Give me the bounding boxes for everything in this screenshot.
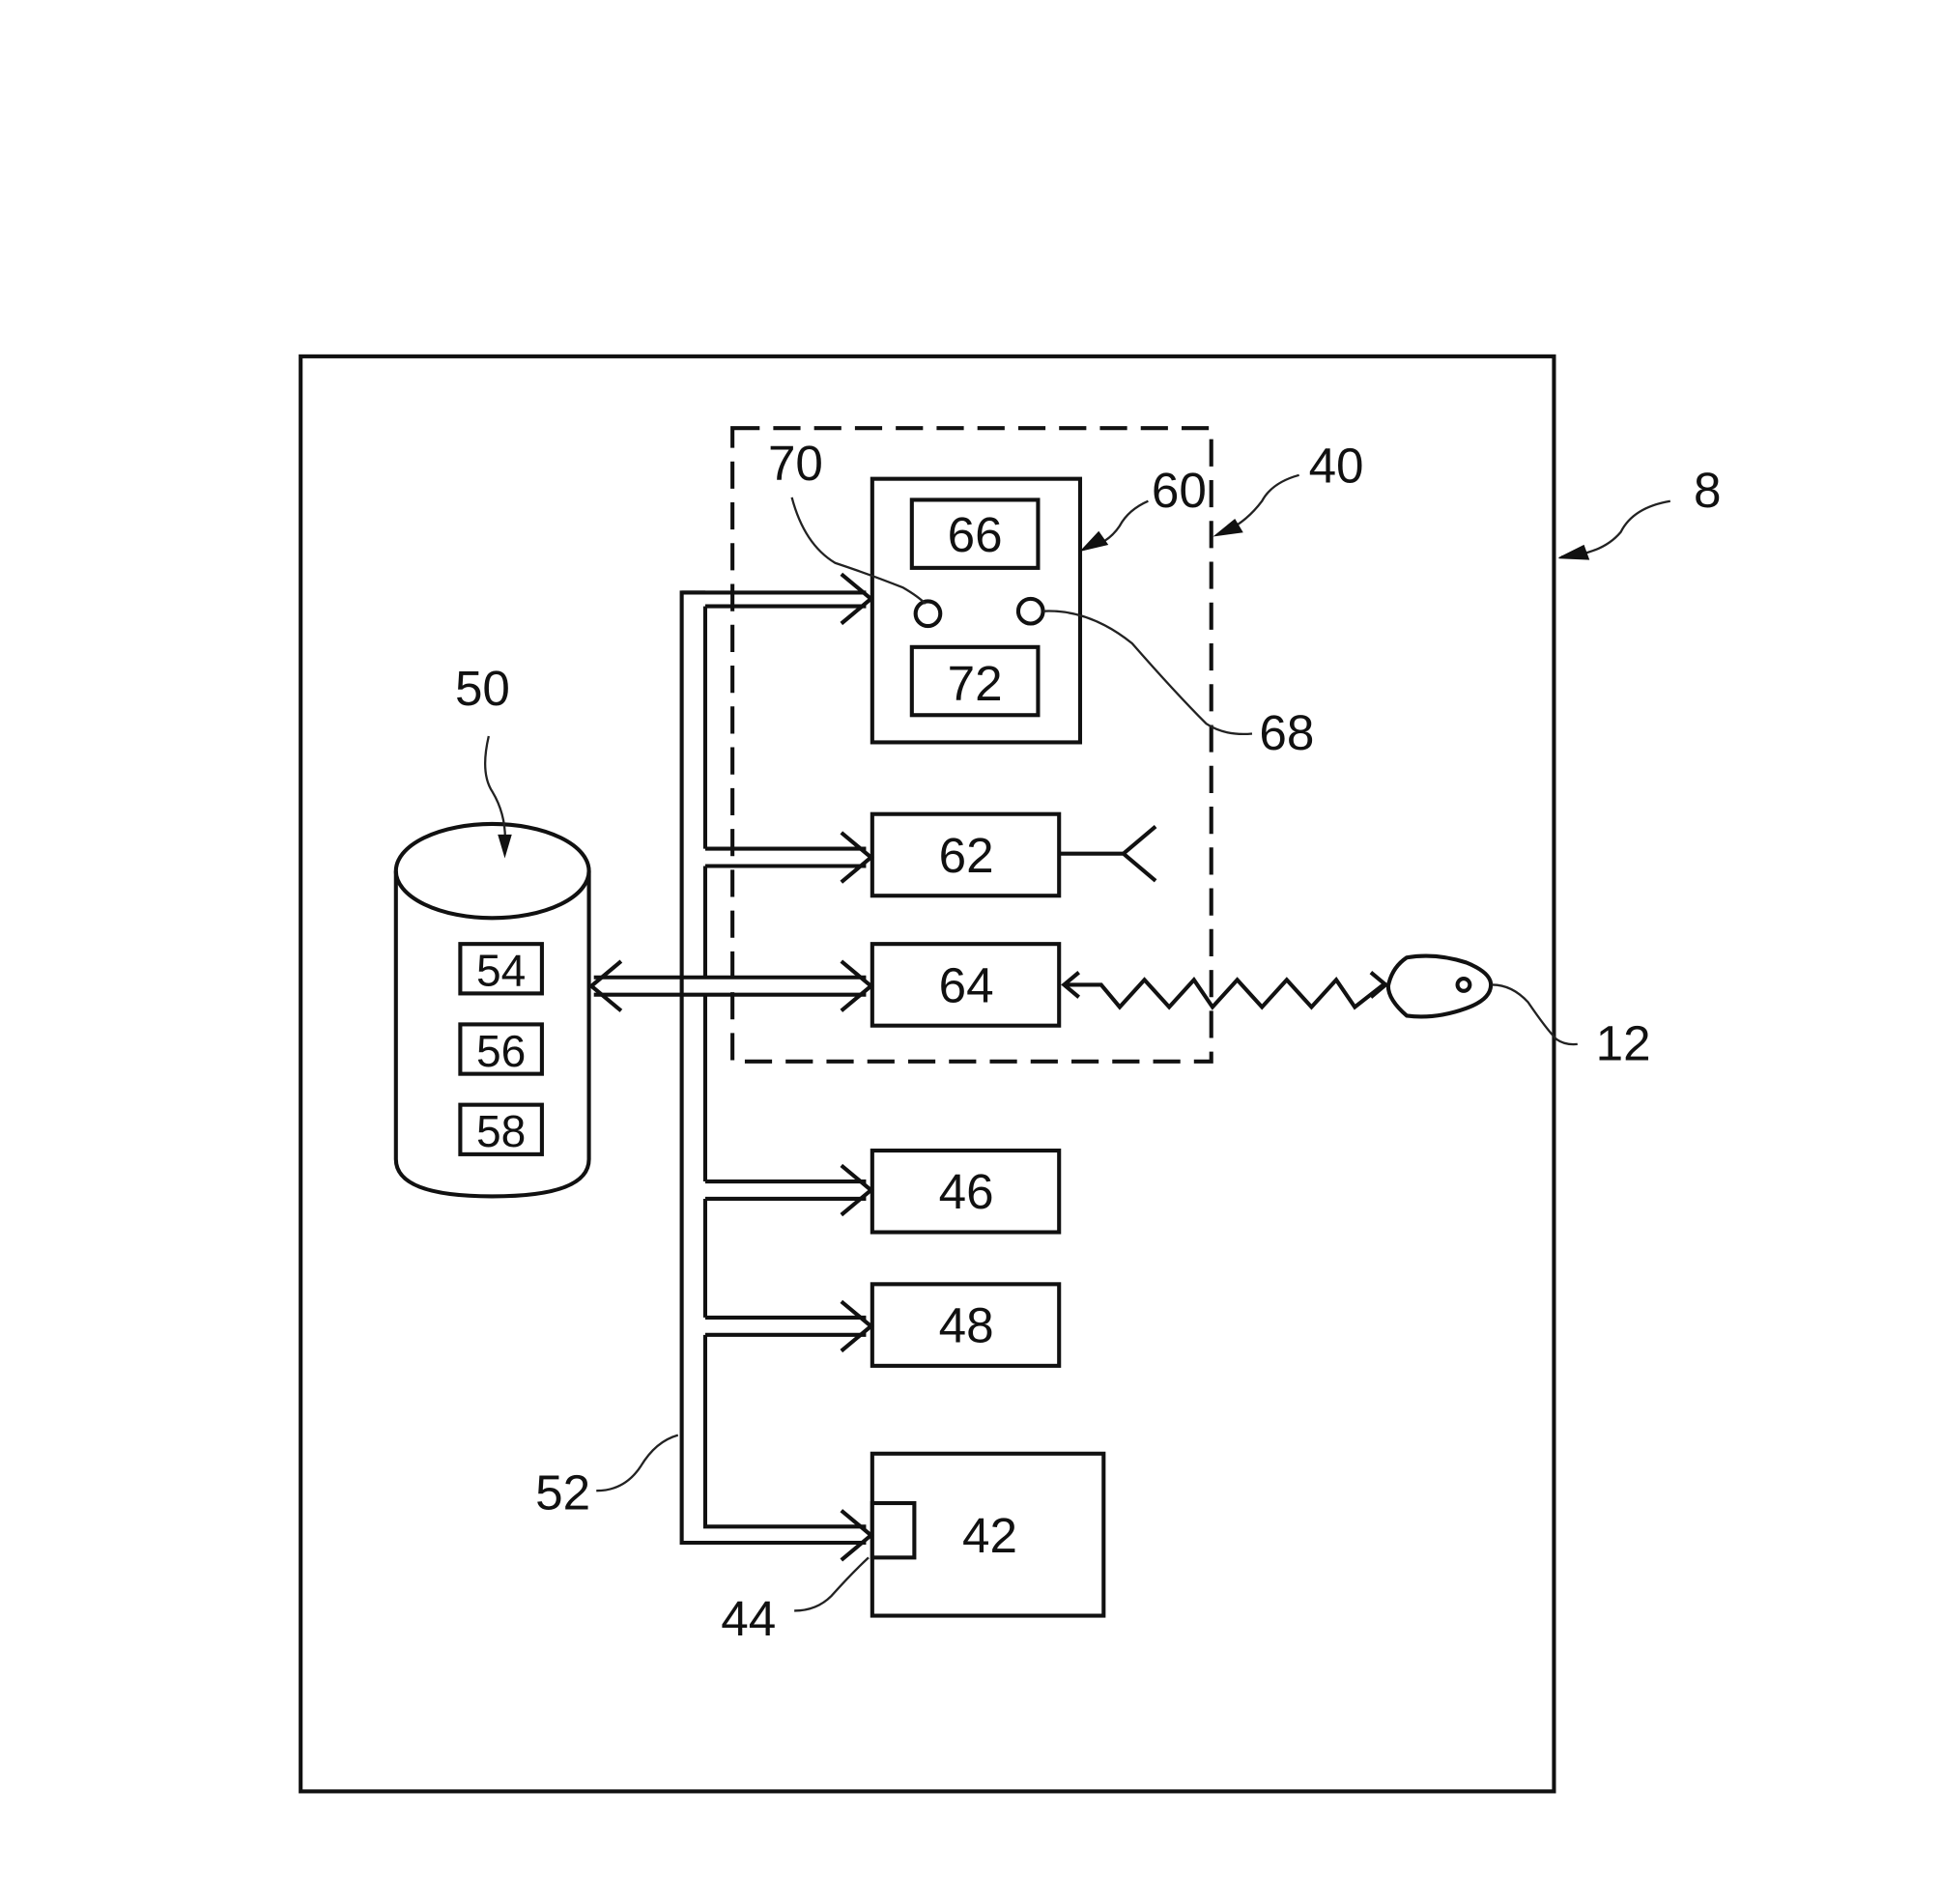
label-60: 60 — [1152, 463, 1207, 518]
component-48-box — [870, 1282, 1062, 1368]
storage-cylinder-body — [393, 870, 591, 1199]
bus-arrow-to-64 — [840, 959, 874, 1012]
display-72-label: 72 — [948, 656, 1003, 711]
component-48-label: 48 — [939, 1298, 994, 1353]
bus-arrow-to-46 — [840, 1163, 874, 1217]
display-72-box — [909, 644, 1041, 718]
storage-cylinder-top — [393, 821, 591, 921]
storage-item-56-label: 56 — [476, 1026, 526, 1076]
bus-arrow-to-60 — [840, 572, 874, 626]
label-40: 40 — [1309, 439, 1364, 494]
wireless-module-64-box — [870, 942, 1062, 1028]
antenna-module-62-label: 62 — [939, 828, 994, 883]
label-68: 68 — [1259, 705, 1314, 760]
leader-70 — [790, 497, 927, 605]
display-66-label: 66 — [948, 507, 1003, 562]
bus-52 — [593, 590, 867, 1546]
display-66-box — [909, 497, 1041, 570]
storage-item-54-label: 54 — [476, 946, 526, 996]
bus-arrow-to-storage — [587, 959, 623, 1012]
leader-40-arrowhead — [1212, 518, 1243, 537]
component-46-label: 46 — [939, 1164, 994, 1219]
bus-arrow-to-42 — [840, 1509, 874, 1562]
label-44: 44 — [721, 1591, 776, 1646]
label-52: 52 — [535, 1464, 590, 1520]
wireless-module-64-label: 64 — [939, 957, 994, 1012]
processor-42-label: 42 — [962, 1508, 1017, 1563]
port-44-box — [870, 1500, 917, 1560]
storage-item-54-box — [458, 942, 544, 996]
label-12: 12 — [1596, 1016, 1651, 1071]
leader-68 — [1042, 610, 1253, 736]
storage-item-58-box — [458, 1102, 544, 1156]
remote-device-icon — [1385, 953, 1494, 1019]
label-70: 70 — [768, 436, 823, 491]
wireless-arrowhead-left — [1061, 971, 1081, 999]
wireless-arrowhead-right — [1369, 971, 1389, 999]
storage-item-56-box — [458, 1022, 544, 1076]
remote-device-button — [1455, 976, 1472, 993]
label-50: 50 — [455, 661, 510, 716]
wireless-zigzag-link — [1064, 977, 1384, 1010]
leader-60-arrowhead — [1079, 530, 1109, 553]
label-8: 8 — [1694, 463, 1722, 518]
antenna-icon — [1059, 824, 1157, 883]
antenna-module-62-box — [870, 811, 1062, 898]
leader-8-arrowhead — [1558, 544, 1590, 560]
unit-boundary-dashed — [730, 426, 1213, 1064]
leader-50-arrowhead — [498, 834, 512, 859]
storage-item-58-label: 58 — [476, 1106, 526, 1156]
indicator-70-circle — [913, 599, 943, 629]
leader-52 — [596, 1434, 679, 1492]
leader-12 — [1492, 983, 1578, 1046]
bus-arrow-to-62 — [840, 831, 874, 884]
system-frame — [299, 354, 1556, 1794]
leader-50 — [484, 735, 507, 848]
bus-arrow-to-48 — [840, 1299, 874, 1353]
leader-44 — [794, 1556, 870, 1612]
